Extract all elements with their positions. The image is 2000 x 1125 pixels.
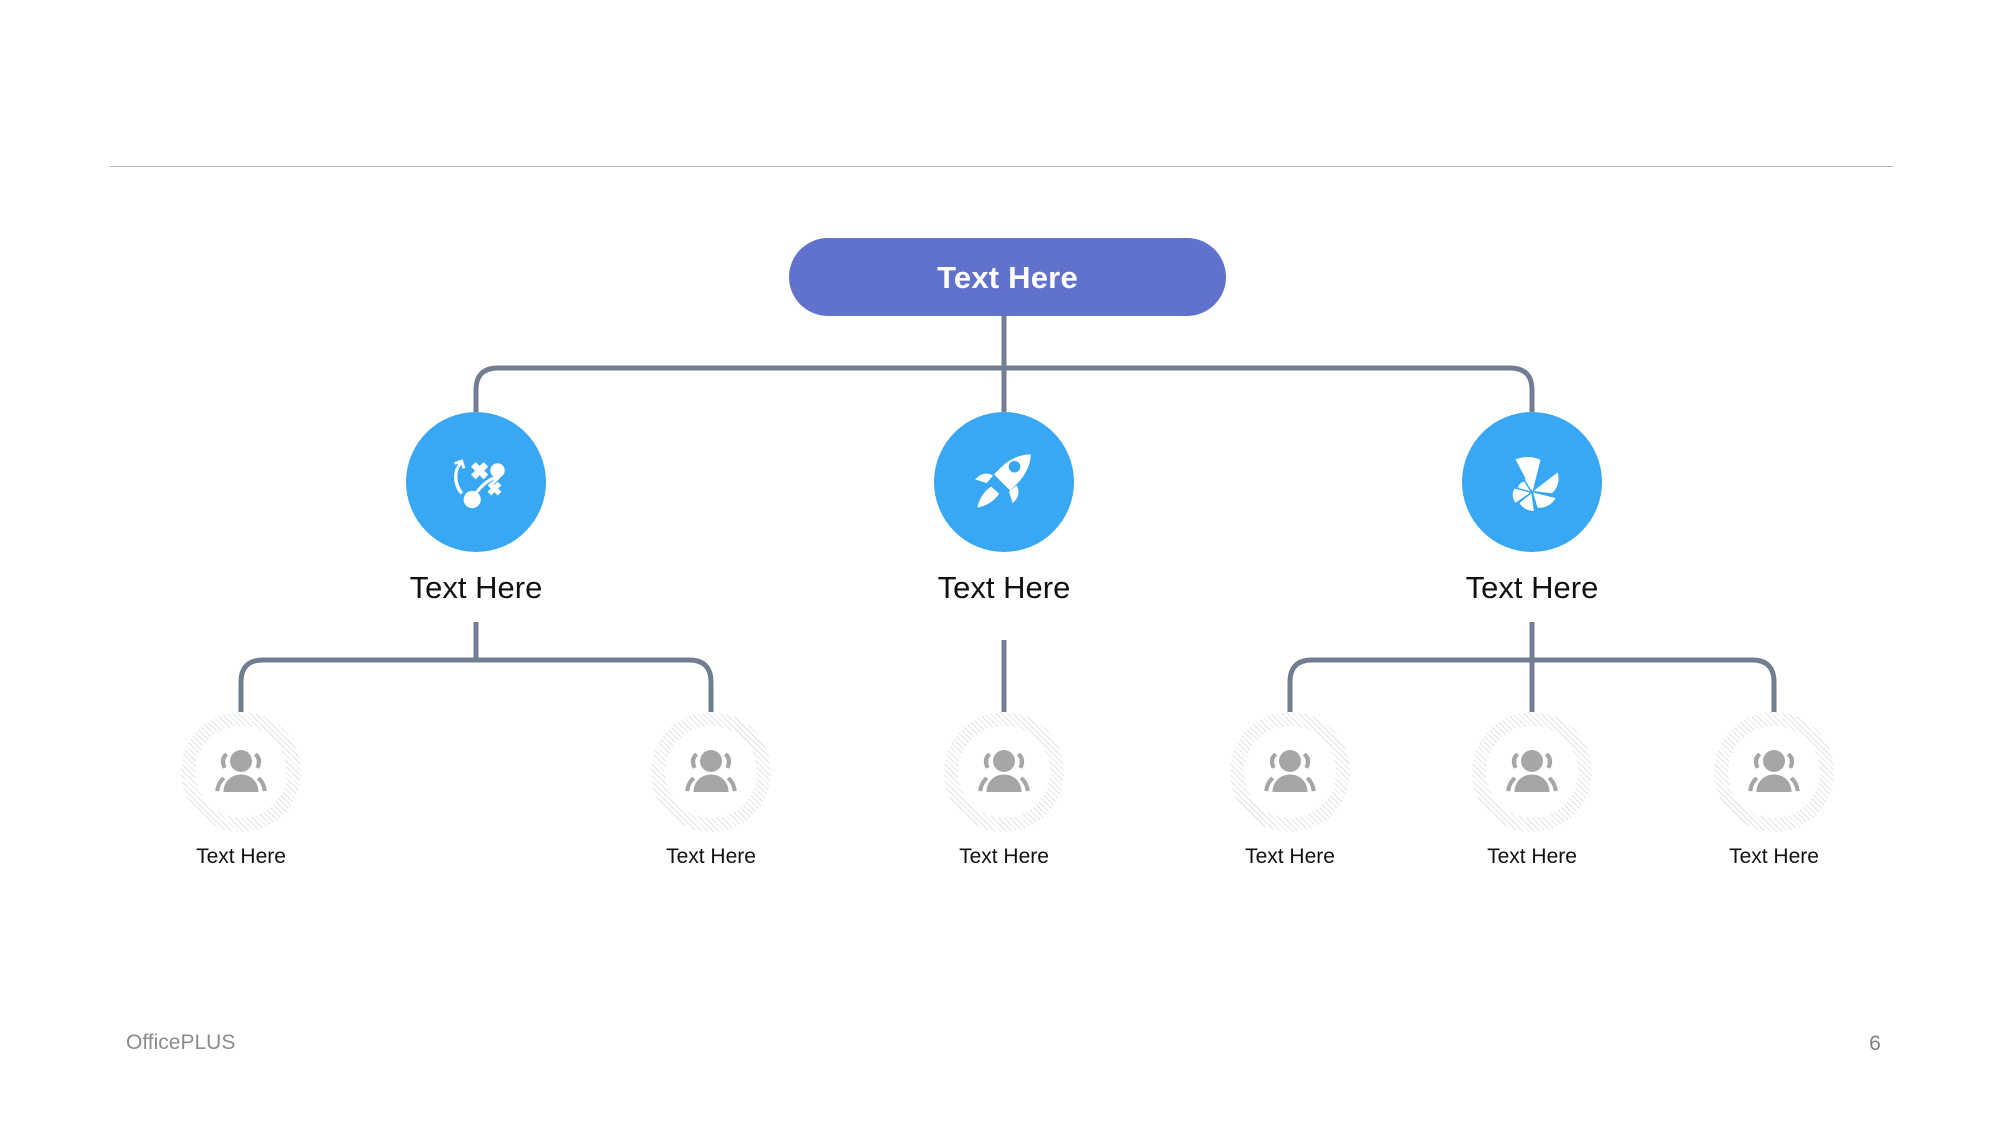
header-divider [110,166,1893,167]
level3-avatar-circle-2[interactable] [651,712,771,832]
level2-node-3[interactable]: Text Here [1462,412,1602,605]
level2-node-2-label: Text Here [937,570,1071,605]
level2-node-1-label: Text Here [409,570,543,605]
level3-node-6-label: Text Here [1729,845,1819,868]
rocket-icon [975,454,1031,508]
level3-avatar-circle-1[interactable] [181,712,301,832]
level3-node-6[interactable]: Text Here [1714,712,1834,868]
level3-node-2-label: Text Here [666,845,756,868]
level2-icon-circle-2[interactable] [934,412,1074,552]
connector-level2-bus [473,365,1535,412]
level3-node-4[interactable]: Text Here [1230,712,1350,868]
level3-avatar-circle-5[interactable] [1472,712,1592,832]
level3-avatar-circle-3[interactable] [944,712,1064,832]
users-icon [685,750,737,792]
level2-node-1[interactable]: Text Here [406,412,546,605]
level2-icon-circle-1[interactable] [406,412,546,552]
level3-node-5-label: Text Here [1487,845,1577,868]
users-icon [1264,750,1316,792]
users-icon [1506,750,1558,792]
level2-node-3-label: Text Here [1465,570,1599,605]
level2-node-2[interactable]: Text Here [934,412,1074,605]
level3-avatar-circle-4[interactable] [1230,712,1350,832]
users-icon [215,750,267,792]
connector-branch-right-bus [1287,657,1777,712]
level3-node-3[interactable]: Text Here [944,712,1064,868]
level2-icon-circle-3[interactable] [1462,412,1602,552]
level3-node-5[interactable]: Text Here [1472,712,1592,868]
root-node-label: Text Here [937,259,1078,295]
connector-branch-left-bus [238,657,714,712]
level3-node-3-label: Text Here [959,845,1049,868]
strategy-icon [454,459,505,509]
level3-node-1[interactable]: Text Here [181,712,301,868]
root-node[interactable]: Text Here [789,238,1226,316]
users-icon [1748,750,1800,792]
level3-avatar-circle-6[interactable] [1714,712,1834,832]
level3-node-4-label: Text Here [1245,845,1335,868]
footer-brand: OfficePLUS [126,1031,236,1054]
pinwheel-icon [1512,457,1559,511]
users-icon [978,750,1030,792]
footer-page-number: 6 [1869,1032,1881,1055]
level3-node-1-label: Text Here [196,845,286,868]
level3-node-2[interactable]: Text Here [651,712,771,868]
